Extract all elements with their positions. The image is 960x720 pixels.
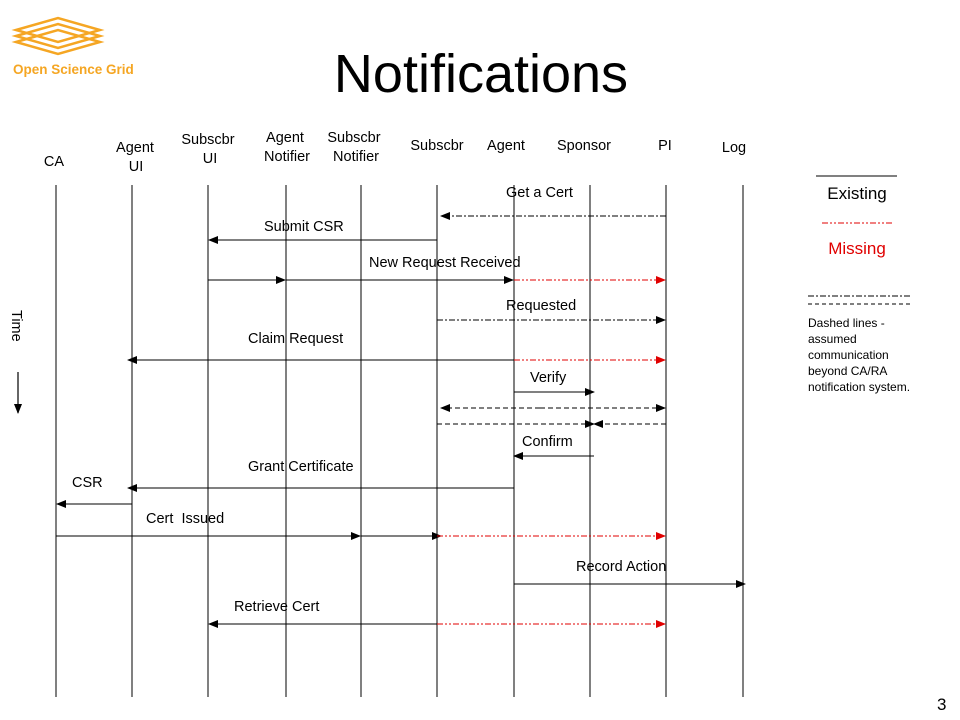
lane-header-subscbr-ui: Subscbr UI (181, 132, 238, 167)
lane-header-agent: Agent (487, 138, 525, 154)
message-label: Retrieve Cert (234, 599, 319, 615)
lane-header-agent-ui: Agent UI (116, 140, 158, 175)
lane-header-subscbr: Subscbr (410, 138, 463, 154)
message-submit-csr: Submit CSR (208, 219, 437, 244)
message-label: Verify (530, 370, 567, 386)
message-retrieve-cert: Retrieve Cert (208, 599, 666, 628)
lane-headers: CA Agent UI Subscbr UI Agent Notifier Su… (44, 130, 746, 175)
legend-existing-label: Existing (827, 184, 887, 203)
message-label: Submit CSR (264, 219, 344, 235)
message-grant-certificate: Grant Certificate (127, 459, 514, 492)
lane-header-log: Log (722, 140, 746, 156)
message-claim-request: Claim Request (127, 331, 666, 364)
message-label: Record Action (576, 559, 666, 575)
lifelines (55, 185, 744, 697)
logo-text: Open Science Grid (13, 62, 134, 77)
page-title: Notifications (334, 44, 628, 104)
lane-header-subscbr-notifier: Subscbr Notifier (327, 130, 384, 165)
message-label: Requested (506, 298, 576, 314)
page-number: 3 (937, 695, 946, 714)
message-label: Grant Certificate (248, 459, 354, 475)
message-verify: Verify (514, 370, 595, 396)
legend: Existing Missing Dashed lines - assumed … (808, 175, 910, 394)
legend-missing-label: Missing (828, 239, 886, 258)
message-label: Cert Issued (146, 511, 224, 527)
osg-logo: Open Science Grid (11, 16, 134, 77)
message-cert-issued: Cert Issued (56, 511, 666, 540)
time-indicator: Time (8, 310, 24, 414)
lane-header-agent-notifier: Agent Notifier (264, 130, 310, 165)
lane-header-pi: PI (658, 138, 672, 154)
message-label: CSR (72, 475, 103, 491)
lane-header-ca: CA (44, 154, 64, 170)
time-label: Time (8, 310, 24, 342)
message-label: New Request Received (369, 255, 521, 271)
message-confirm: Confirm (513, 434, 594, 460)
message-label: Confirm (522, 434, 573, 450)
osg-logo-icon (11, 16, 105, 56)
message-record-action: Record Action (514, 559, 746, 588)
message-new-request-received: New Request Received (208, 255, 666, 284)
message-requested: Requested (437, 298, 666, 324)
legend-dashed-note: Dashed lines - assumed communication bey… (808, 316, 910, 394)
message-csr: CSR (56, 475, 132, 508)
message-label: Claim Request (248, 331, 343, 347)
lane-header-sponsor: Sponsor (557, 138, 611, 154)
message-label: Get a Cert (506, 185, 573, 201)
message-get-a-cert: Get a Cert (440, 185, 666, 220)
